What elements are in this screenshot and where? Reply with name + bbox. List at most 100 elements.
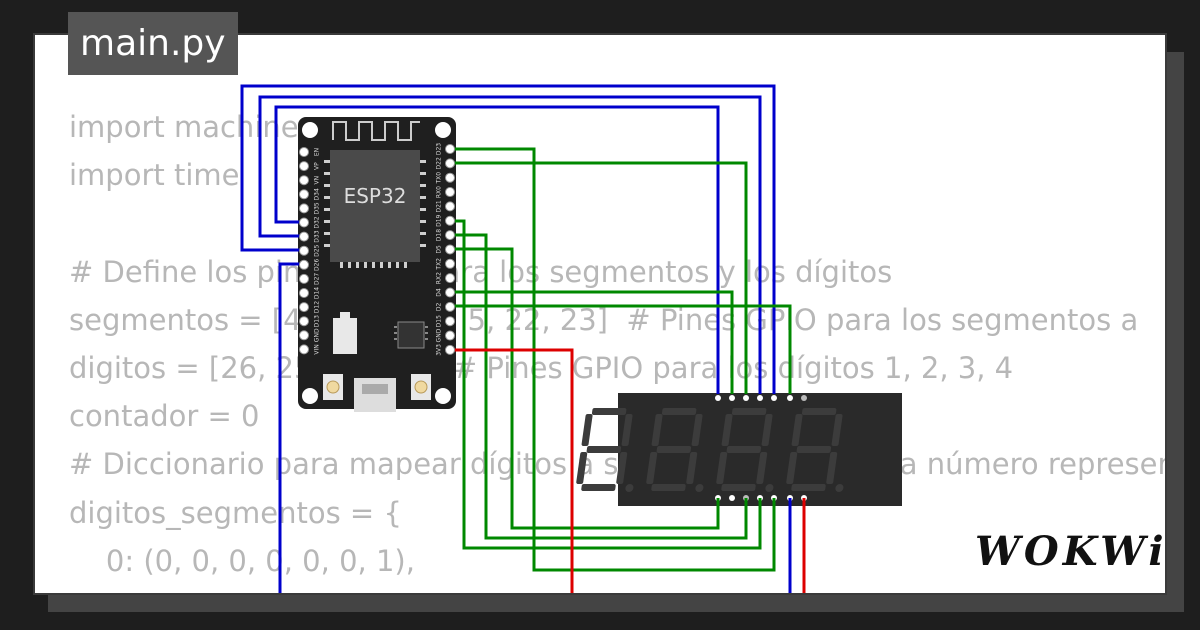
segment — [586, 446, 622, 453]
pin-label: RX0 — [436, 186, 443, 198]
pin-d12[interactable] — [299, 302, 309, 313]
pin-label: 3V3 — [436, 344, 443, 356]
decimal-point — [835, 484, 844, 492]
segment — [796, 446, 832, 453]
wires — [240, 84, 806, 593]
pin-vn[interactable] — [299, 175, 309, 186]
display-pin-top[interactable] — [715, 395, 721, 401]
pin-d14[interactable] — [299, 288, 309, 298]
pin-label: D27 — [314, 273, 321, 285]
pin-vin[interactable] — [299, 344, 309, 355]
en-button[interactable] — [323, 374, 343, 400]
wire-seg-c — [450, 219, 762, 550]
pin-gnd[interactable] — [445, 330, 455, 341]
pin-label: D4 — [436, 288, 443, 297]
wire-seg-e — [450, 247, 720, 530]
esp32-chip — [330, 150, 420, 262]
wire-seg-b — [450, 161, 748, 394]
pin-3v3[interactable] — [445, 344, 455, 355]
pin-en[interactable] — [299, 147, 309, 157]
digit-4 — [786, 408, 844, 492]
display-pin-top[interactable] — [757, 395, 763, 401]
digit-2 — [646, 408, 704, 492]
code-line: digitos = [26, 25, 33, 32] # Pines GPIO … — [69, 350, 1014, 385]
wire-power — [450, 348, 574, 593]
boot-button[interactable] — [411, 374, 431, 400]
decimal-point — [765, 484, 774, 492]
pin-label: D12 — [314, 301, 321, 313]
pin-d27[interactable] — [299, 273, 309, 284]
pin-label: VP — [314, 162, 321, 170]
display-pin-top[interactable] — [771, 395, 777, 401]
display-pin-top[interactable] — [787, 395, 793, 401]
pin-d25[interactable] — [299, 245, 309, 256]
pin-label: D13 — [314, 315, 321, 327]
segment — [791, 484, 826, 491]
pin-d34[interactable] — [299, 189, 309, 200]
pin-label: D2 — [436, 302, 443, 311]
segment — [761, 414, 773, 446]
segment — [651, 414, 663, 446]
segment — [716, 452, 728, 484]
pin-d26[interactable] — [299, 259, 309, 270]
pin-gnd[interactable] — [299, 330, 309, 341]
digit-1 — [576, 408, 634, 492]
pin-d19[interactable] — [445, 215, 455, 226]
wire-seg-d — [450, 233, 748, 540]
pin-d23[interactable] — [445, 144, 455, 154]
pin-d33[interactable] — [299, 231, 309, 242]
display-pin-top[interactable] — [743, 395, 749, 401]
pin-label: D33 — [314, 230, 321, 242]
pin-d5[interactable] — [445, 244, 455, 255]
pin-tx0[interactable] — [445, 172, 455, 183]
segment — [721, 414, 733, 446]
pin-rx2[interactable] — [445, 273, 455, 284]
pin-label: VIN — [314, 344, 321, 354]
pin-d18[interactable] — [445, 230, 455, 241]
seven-segment-display[interactable] — [575, 393, 902, 506]
wire-digit-2 — [258, 95, 762, 394]
pin-d32[interactable] — [299, 217, 309, 228]
segment — [661, 408, 697, 415]
pin-d21[interactable] — [445, 201, 455, 212]
code-line: import time — [69, 158, 240, 193]
file-tab[interactable]: main.py — [68, 12, 238, 75]
segment — [691, 414, 703, 446]
segment — [581, 414, 593, 446]
pin-label: GND — [314, 328, 321, 342]
pin-d13[interactable] — [299, 316, 309, 327]
pin-rx0[interactable] — [445, 187, 455, 198]
pin-d22[interactable] — [445, 158, 455, 169]
pin-d2[interactable] — [445, 301, 455, 312]
wire-digit-4 — [278, 262, 304, 593]
pin-label: D32 — [314, 216, 321, 228]
usb-chip — [397, 321, 425, 349]
segment — [656, 446, 692, 453]
wokwi-logo: WOKWi — [975, 528, 1168, 575]
pin-d15[interactable] — [445, 316, 455, 327]
display-pin-top[interactable] — [801, 395, 807, 401]
pin-tx2[interactable] — [445, 258, 455, 269]
code-line: contador = 0 — [69, 399, 260, 434]
segment — [786, 452, 798, 484]
pin-label: D34 — [314, 188, 321, 200]
segment — [686, 452, 698, 484]
pin-vp[interactable] — [299, 161, 309, 172]
pin-label: D23 — [436, 143, 443, 155]
usb-port — [354, 378, 396, 412]
decimal-point — [695, 484, 704, 492]
pin-label: D5 — [436, 245, 443, 254]
display-pin-top[interactable] — [729, 395, 735, 401]
wire-seg-a — [450, 147, 776, 572]
segment — [581, 484, 616, 491]
display-pin-bottom[interactable] — [729, 495, 735, 501]
pin-label: TX0 — [436, 172, 443, 185]
code-line: import machine — [69, 110, 299, 144]
pin-d35[interactable] — [299, 203, 309, 214]
pin-label: RX2 — [436, 272, 443, 284]
segment — [831, 414, 843, 446]
pin-label: D21 — [436, 200, 443, 212]
pin-d4[interactable] — [445, 287, 455, 298]
